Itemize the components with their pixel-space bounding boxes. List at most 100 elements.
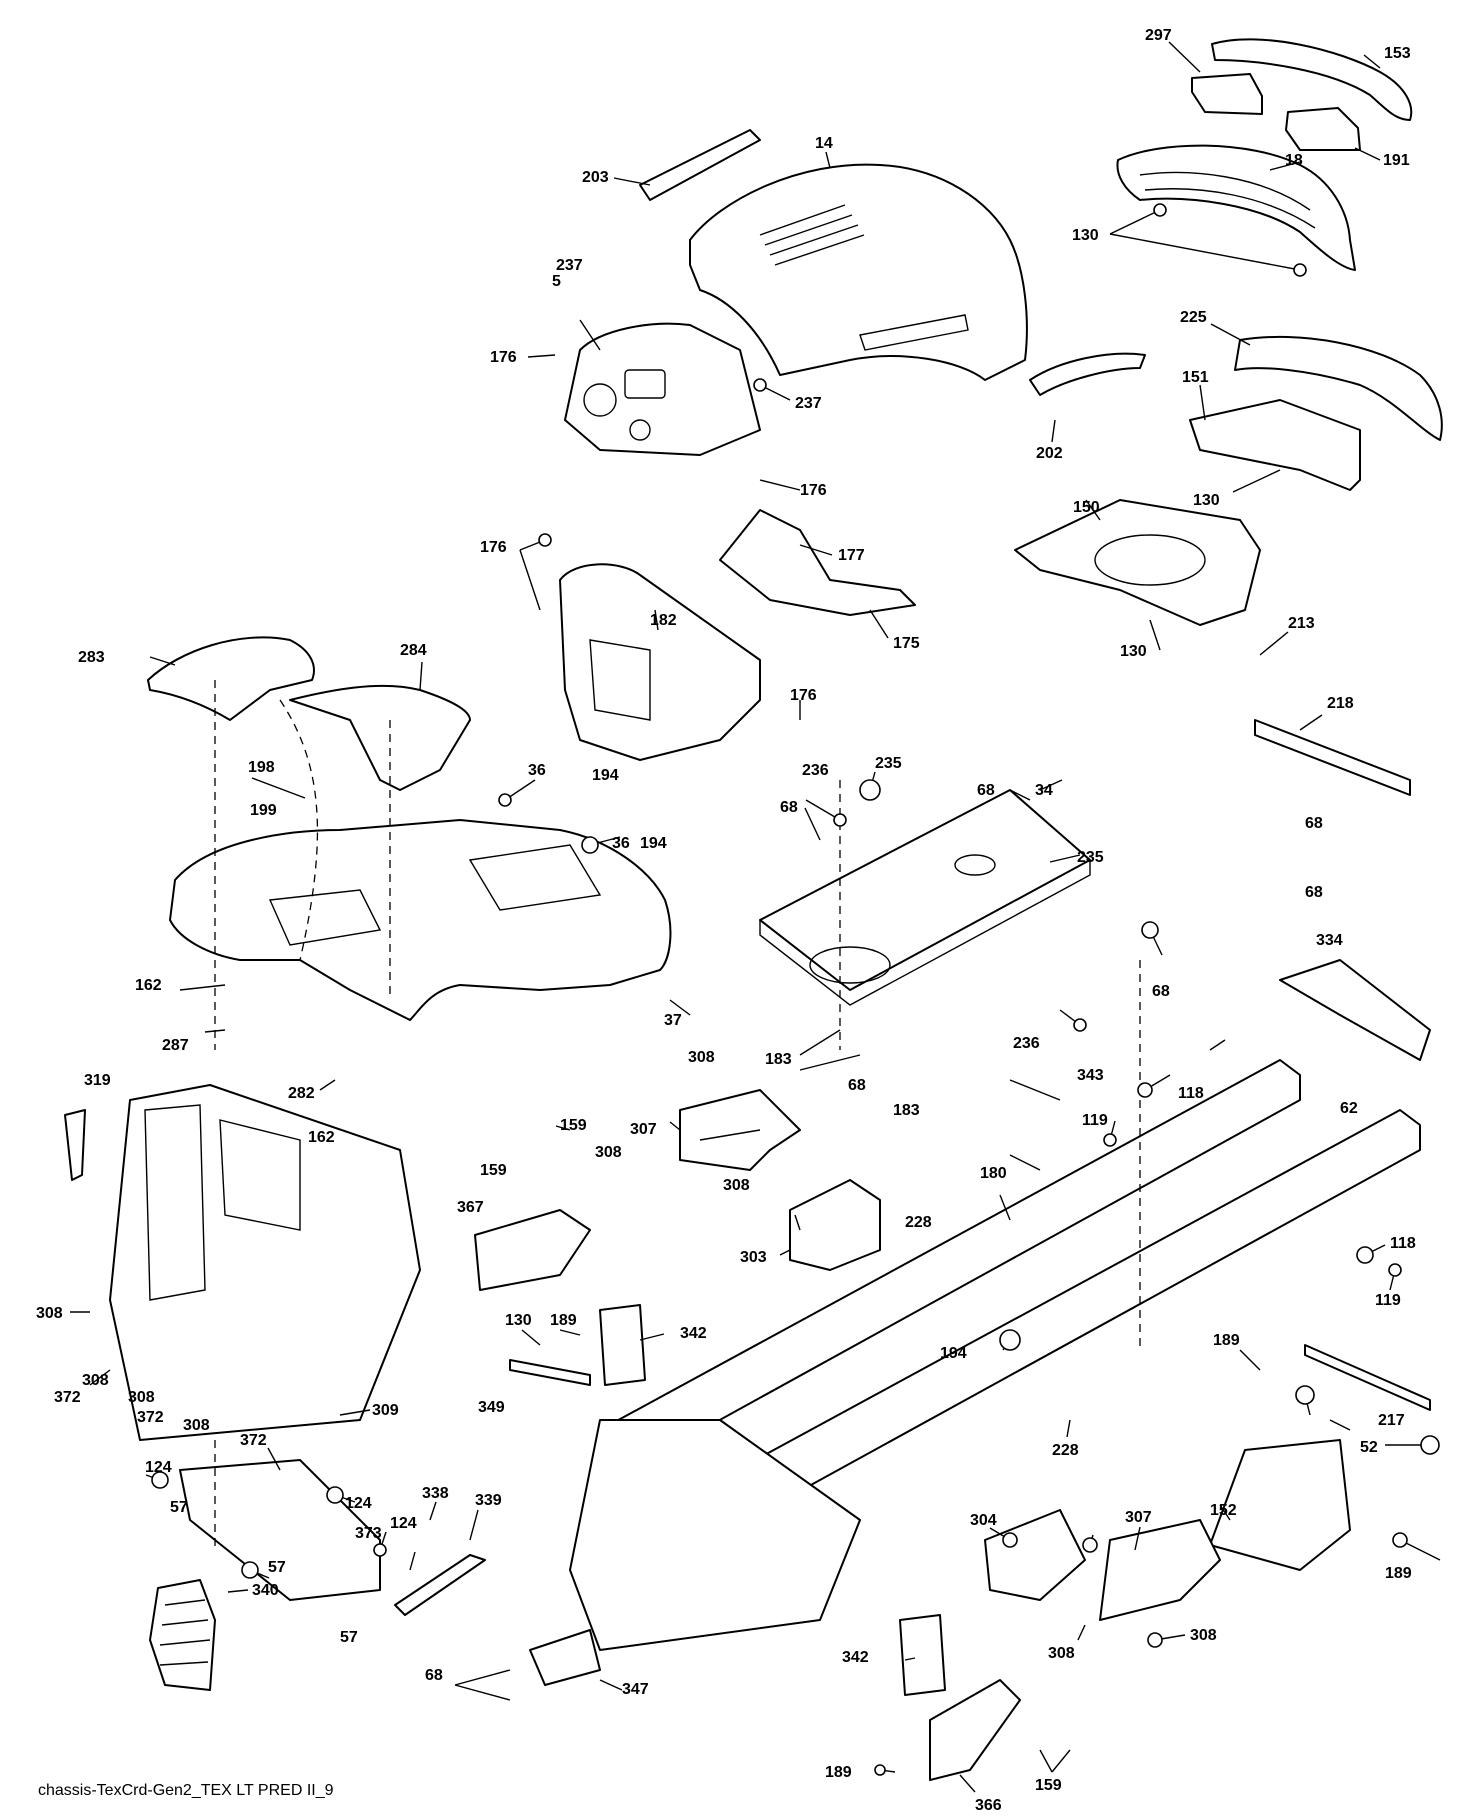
callout-202: 202 (1036, 445, 1063, 462)
part-hood-strip (639, 129, 761, 201)
callout-308: 308 (128, 1389, 155, 1406)
callout-287: 287 (162, 1037, 189, 1054)
part-frame-rail (569, 1059, 1421, 1651)
callout-62: 62 (1340, 1100, 1358, 1117)
callout-339: 339 (475, 1492, 502, 1509)
callout-68: 68 (848, 1077, 866, 1094)
callout-307: 307 (630, 1121, 657, 1138)
part-tie-rod (1304, 1344, 1431, 1411)
callout-236: 236 (802, 762, 829, 779)
part-pad (1285, 107, 1361, 151)
callout-36: 36 (528, 762, 546, 779)
callout-213: 213 (1288, 615, 1315, 632)
callout-68: 68 (1152, 983, 1170, 1000)
part-side-bracket (474, 1209, 591, 1291)
callout-308: 308 (82, 1372, 109, 1389)
part-bottom-bracket (929, 1679, 1021, 1781)
callout-340: 340 (252, 1582, 279, 1599)
part-mounting-plate (759, 789, 1091, 1006)
callout-372: 372 (54, 1389, 81, 1406)
callout-180: 180 (980, 1165, 1007, 1182)
callout-labels: 297 153 14 203 18 191 130 237 5 176 237 … (36, 27, 1416, 1814)
part-lever (394, 1554, 486, 1616)
callout-237: 237 (556, 257, 583, 274)
callout-130: 130 (1120, 643, 1147, 660)
part-grille-housing (109, 1084, 421, 1441)
callout-297: 297 (1145, 27, 1172, 44)
part-rear-shield (1209, 1439, 1351, 1571)
callout-203: 203 (582, 169, 609, 186)
callout-159: 159 (1035, 1777, 1062, 1794)
callout-68: 68 (977, 782, 995, 799)
diagram-caption: chassis-TexCrd-Gen2_TEX LT PRED II_9 (38, 1782, 334, 1799)
callout-177: 177 (838, 547, 865, 564)
part-plate-upper (599, 1304, 646, 1386)
callout-183: 183 (765, 1051, 792, 1068)
callout-34: 34 (1035, 782, 1053, 799)
callout-189: 189 (1213, 1332, 1240, 1349)
callout-119: 119 (1082, 1112, 1108, 1129)
callout-68: 68 (780, 799, 798, 816)
part-lower-pan (1014, 499, 1261, 626)
callout-307: 307 (1125, 1509, 1152, 1526)
callout-159: 159 (560, 1117, 587, 1134)
callout-373: 373 (355, 1525, 382, 1542)
callout-36: 36 (612, 835, 630, 852)
callout-334: 334 (1316, 932, 1343, 949)
part-mid-bracket (789, 1179, 881, 1271)
callout-372: 372 (137, 1409, 164, 1426)
part-rear-bracket (1279, 959, 1431, 1061)
part-lower-panel (179, 1459, 381, 1601)
callout-237: 237 (795, 395, 822, 412)
callout-282: 282 (288, 1085, 315, 1102)
callout-118: 118 (1178, 1085, 1204, 1102)
callout-150: 150 (1073, 499, 1100, 516)
part-seat-cover (289, 684, 471, 791)
callout-159: 159 (480, 1162, 507, 1179)
callout-367: 367 (457, 1199, 484, 1216)
callout-189: 189 (550, 1312, 577, 1329)
callout-118: 118 (1390, 1235, 1416, 1252)
callout-308: 308 (183, 1417, 210, 1434)
callout-130: 130 (1072, 227, 1099, 244)
callout-366: 366 (975, 1797, 1002, 1814)
part-mesh-grid (149, 1579, 216, 1691)
callout-37: 37 (664, 1012, 682, 1029)
callout-189: 189 (1385, 1565, 1412, 1582)
callout-68: 68 (1305, 884, 1323, 901)
callout-68: 68 (1305, 815, 1323, 832)
part-plate-lower (899, 1614, 946, 1696)
callout-194: 194 (640, 835, 667, 852)
callout-124: 124 (345, 1495, 372, 1512)
callout-189: 189 (825, 1764, 852, 1781)
callout-14: 14 (815, 135, 833, 152)
callout-235: 235 (875, 755, 902, 772)
callout-52: 52 (1360, 1439, 1378, 1456)
callout-343: 343 (1077, 1067, 1104, 1084)
part-hinge (64, 1109, 86, 1181)
callout-235: 235 (1077, 849, 1104, 866)
part-hood-bracket (719, 509, 916, 616)
callout-151: 151 (1182, 369, 1209, 386)
part-front-bar (1254, 719, 1411, 796)
callout-198: 198 (248, 759, 275, 776)
callout-68: 68 (425, 1667, 443, 1684)
callout-308: 308 (688, 1049, 715, 1066)
callout-236: 236 (1013, 1035, 1040, 1052)
callout-225: 225 (1180, 309, 1207, 326)
callout-303: 303 (740, 1249, 767, 1266)
callout-228: 228 (1052, 1442, 1079, 1459)
callout-176: 176 (490, 349, 517, 366)
callout-124: 124 (390, 1515, 417, 1532)
callout-308: 308 (723, 1177, 750, 1194)
callout-347: 347 (622, 1681, 649, 1698)
callout-342: 342 (842, 1649, 869, 1666)
callout-304: 304 (970, 1512, 997, 1529)
part-lower-bracket-2 (1099, 1519, 1221, 1621)
part-lower-dash (559, 563, 761, 761)
callout-119: 119 (1375, 1292, 1401, 1309)
callout-283: 283 (78, 649, 105, 666)
hardware-fasteners (151, 203, 1440, 1776)
callout-153: 153 (1384, 45, 1411, 62)
